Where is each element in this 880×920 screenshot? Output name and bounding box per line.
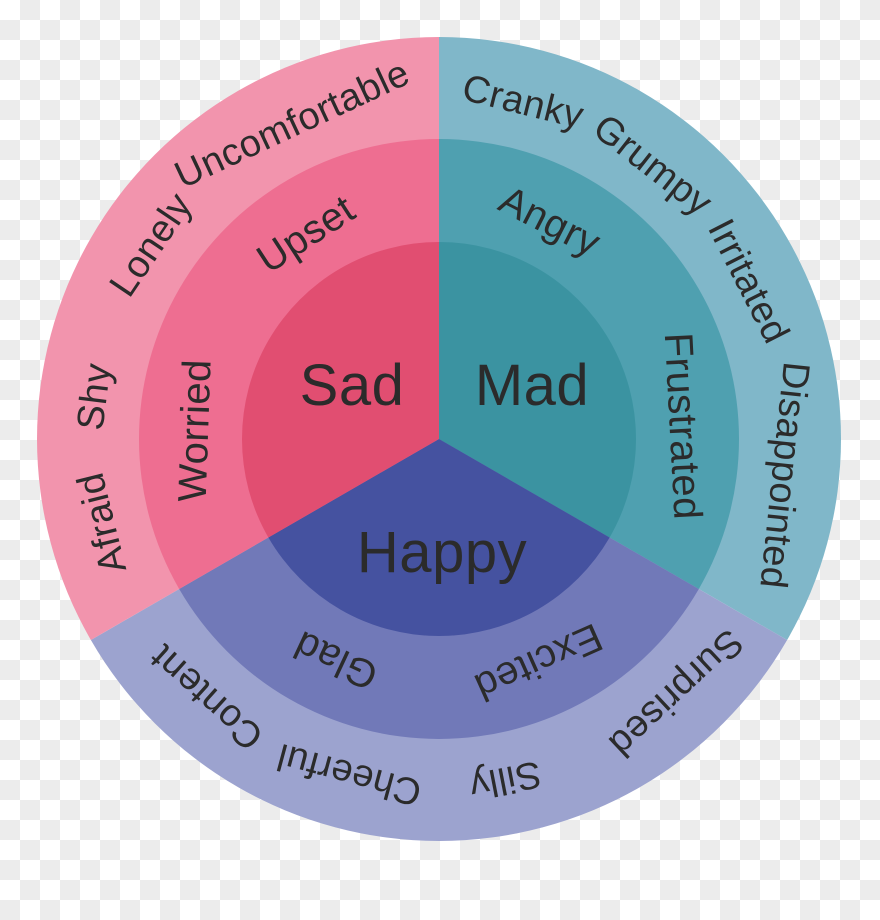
label-sad: Sad <box>300 353 405 418</box>
label-mad: Mad <box>475 353 589 418</box>
sector-sad-inner-core <box>241 242 439 538</box>
label-frustrated: Frustrated <box>656 332 710 521</box>
label-happy: Happy <box>357 520 527 585</box>
sector-mad-inner-core <box>439 241 637 538</box>
label-shy: Shy <box>70 361 120 433</box>
label-worried: Worried <box>171 358 220 502</box>
sector-happy-inner-core <box>268 439 610 637</box>
